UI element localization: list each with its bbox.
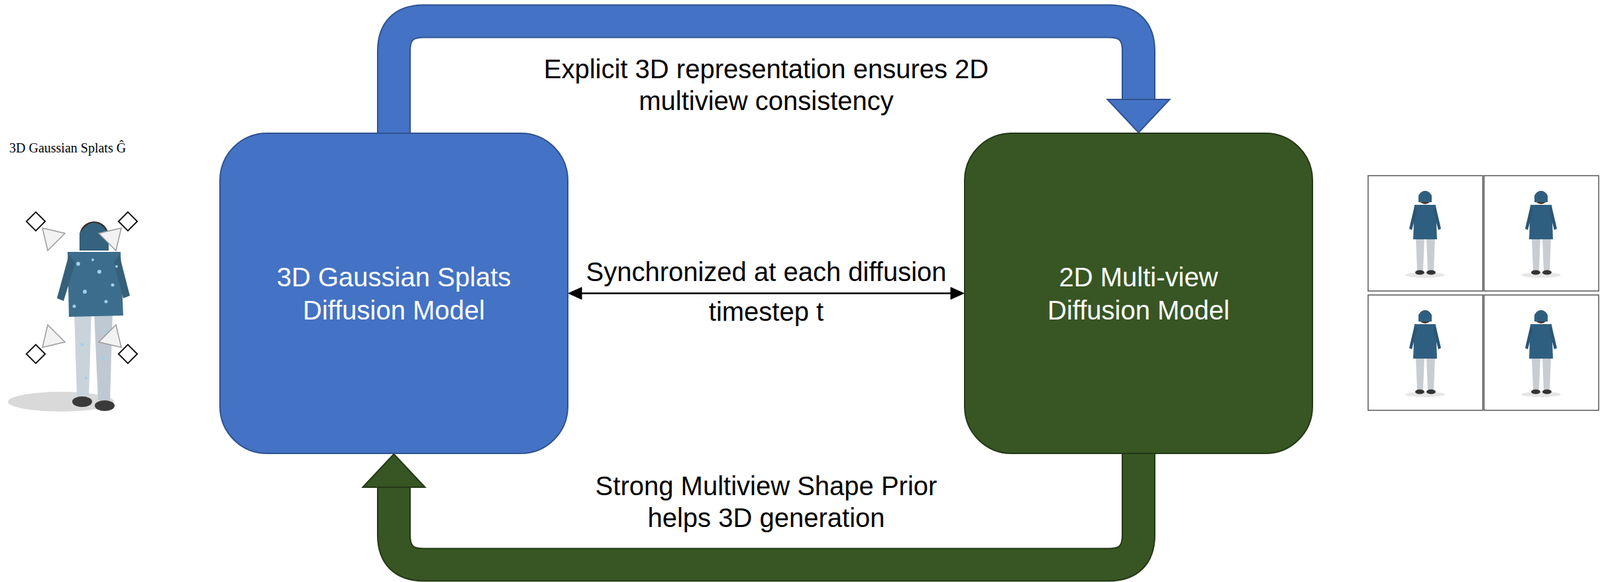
node-title: 3D Gaussian Splats Diffusion Model	[266, 260, 521, 327]
multiview-grid	[1368, 175, 1599, 411]
left-leg	[74, 311, 92, 397]
shoe	[94, 400, 115, 411]
edge-label: Synchronized at each diffusion timestep …	[581, 251, 953, 332]
camera	[98, 212, 138, 251]
arrow-outline	[394, 21, 1139, 133]
arrow-head	[363, 453, 426, 487]
camera	[26, 324, 65, 364]
diffusion-model-box: 3D Gaussian Splats Diffusion Model	[219, 132, 569, 454]
arrow-head	[568, 287, 582, 300]
arrow-shaft	[394, 21, 1139, 133]
figure-label: 3D Gaussian Splats Ĝ	[9, 140, 126, 156]
node-title: 2D Multi-view Diffusion Model	[1011, 260, 1266, 327]
view-image	[1368, 175, 1483, 291]
shoe	[72, 396, 93, 407]
view-image	[1484, 294, 1599, 411]
right-leg	[94, 311, 113, 401]
arrow-shaft	[580, 292, 953, 295]
edge-label: Explicit 3D representation ensures 2D mu…	[501, 53, 1032, 117]
diffusion-model-box: 2D Multi-view Diffusion Model	[963, 132, 1314, 454]
view-image	[1368, 294, 1483, 411]
splat-dots	[72, 258, 119, 379]
arm	[56, 254, 76, 301]
splat-figure	[7, 212, 138, 412]
feedback-arrow	[363, 453, 1139, 565]
edge-label: Strong Multiview Shape Prior helps 3D ge…	[561, 469, 972, 534]
arrow-shaft	[394, 453, 1139, 565]
camera	[98, 324, 138, 364]
arrow-outline	[394, 453, 1139, 565]
feedback-arrow	[394, 21, 1171, 133]
view-image	[1484, 175, 1599, 291]
arm	[113, 254, 130, 299]
arrow-head	[950, 287, 964, 300]
camera	[26, 212, 65, 251]
arrow-head	[1107, 99, 1171, 133]
